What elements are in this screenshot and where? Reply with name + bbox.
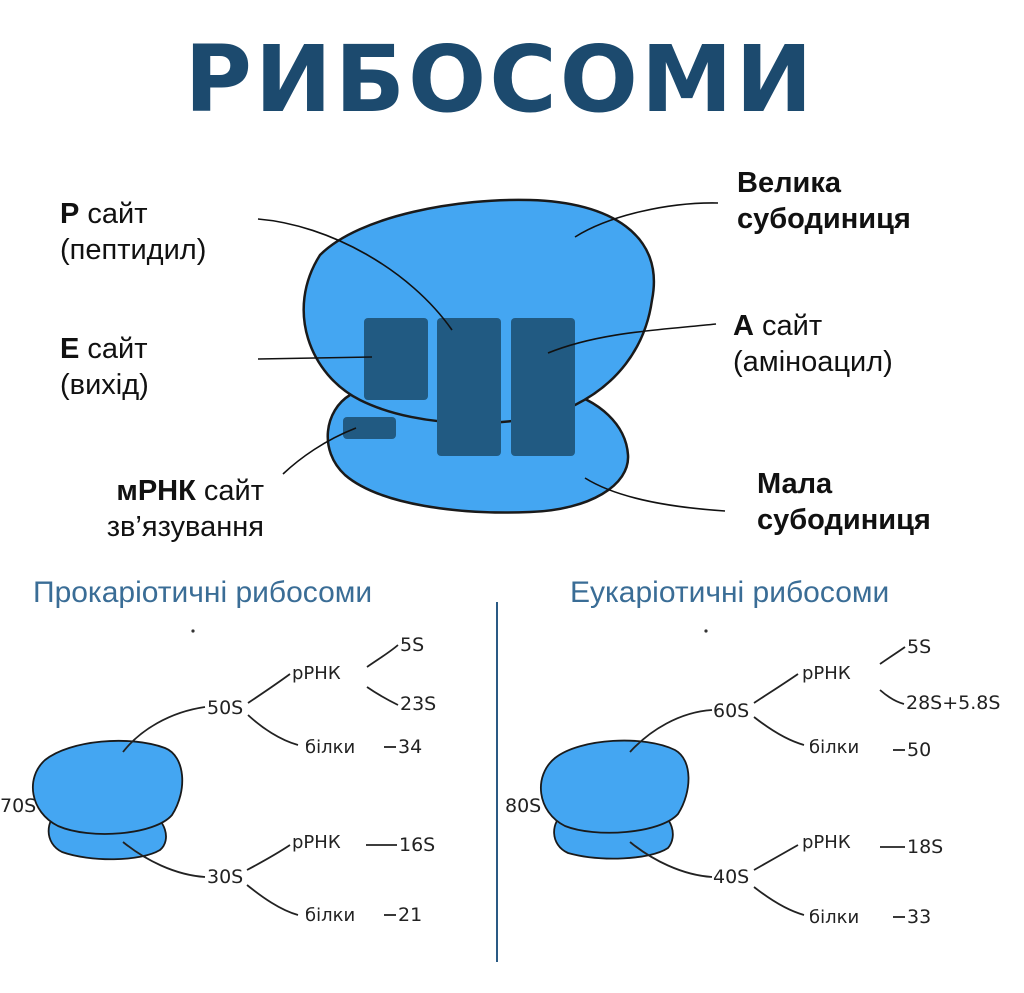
- e-site-label: E сайт (вихід): [60, 333, 149, 401]
- eukaryotic-small-name: 40S: [713, 866, 750, 888]
- eukaryotic-small-rrna-1: 18S: [907, 836, 944, 858]
- prokaryotic-large-name: 50S: [207, 697, 244, 719]
- prokaryotic-large-proteins: 34: [398, 736, 423, 758]
- prokaryotic-large-rrna-1: 5S: [400, 634, 425, 656]
- prokaryotic-large-proteins-label: білки: [305, 737, 356, 758]
- eukaryotic-large-proteins: 50: [907, 739, 932, 761]
- prokaryotic-small-rrna-1: 16S: [399, 834, 436, 856]
- eukaryotic-large-subunit: [540, 739, 690, 834]
- large-subunit-label: Велика субодиниця: [737, 167, 911, 235]
- small-callout: [584, 477, 726, 512]
- eukaryotic-small-proteins: 33: [907, 906, 932, 928]
- mrna-site-label: мРНК сайт зв’язування: [106, 475, 264, 543]
- a-site-label: A сайт (аміноацил): [733, 310, 893, 378]
- p-site-callout: [257, 218, 453, 331]
- page-title: РИБОСОМИ: [184, 26, 816, 133]
- eukaryotic-large-rrna-1: 5S: [907, 636, 932, 658]
- a-site-callout: [547, 323, 717, 354]
- p-site-label: P сайт (пептидил): [60, 198, 207, 266]
- e-site: [364, 318, 428, 400]
- e-site-callout: [257, 356, 373, 360]
- large-callout: [574, 202, 719, 238]
- mrna-site: [343, 417, 396, 439]
- prokaryotic-small-proteins: 21: [398, 904, 423, 926]
- eukaryotic-large-proteins-label: білки: [809, 737, 860, 758]
- prokaryotic-large-rrna-2: 23S: [400, 693, 437, 715]
- eukaryotic-large-rrna-label: рРНК: [802, 663, 851, 684]
- prokaryotic-large-subunit: [31, 739, 184, 835]
- prokaryotic-heading: Прокаріотичні рибосоми: [33, 576, 373, 609]
- eukaryotic-small-rrna-label: рРНК: [802, 832, 851, 853]
- eukaryotic-large-name: 60S: [713, 700, 750, 722]
- prokaryotic-small-name: 30S: [207, 866, 244, 888]
- eukaryotic-total: 80S: [505, 795, 542, 817]
- mrna-callout: [282, 427, 357, 475]
- prokaryotic-total: 70S: [0, 795, 37, 817]
- a-site: [511, 318, 575, 456]
- eukaryotic-heading: Еукаріотичні рибосоми: [570, 576, 890, 609]
- prokaryotic-small-proteins-label: білки: [305, 905, 356, 926]
- p-site: [437, 318, 501, 456]
- small-subunit-label: Мала субодиниця: [757, 468, 931, 536]
- prokaryotic-small-rrna-label: рРНК: [292, 832, 341, 853]
- prokaryotic-large-rrna-label: рРНК: [292, 663, 341, 684]
- eukaryotic-large-rrna-2: 28S+5.8S: [906, 692, 1001, 714]
- eukaryotic-small-proteins-label: білки: [809, 907, 860, 928]
